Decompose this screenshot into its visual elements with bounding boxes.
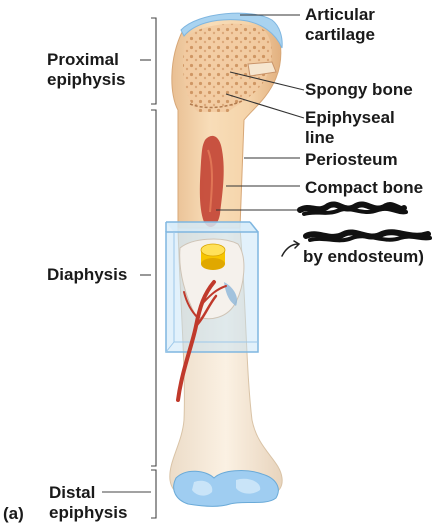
label-periosteum: Periosteum xyxy=(305,150,398,169)
scribbled-out-text xyxy=(297,201,432,243)
label-proximal-epiphysis: Proximal epiphysis xyxy=(47,50,126,89)
label-distal-epiphysis: Distal epiphysis xyxy=(49,483,128,522)
region-brackets xyxy=(102,17,157,519)
spongy-bone-region xyxy=(183,23,272,112)
label-diaphysis: Diaphysis xyxy=(47,265,128,284)
distal-cartilage xyxy=(173,470,279,507)
label-panel-a: (a) xyxy=(3,504,24,523)
leader-lines xyxy=(216,14,305,211)
label-compact-bone: Compact bone xyxy=(305,178,424,197)
yellow-marrow xyxy=(200,243,226,270)
handwritten-arrow xyxy=(281,240,301,257)
label-epiphyseal-line: Epiphyseal line xyxy=(305,108,395,147)
nutrient-artery xyxy=(176,280,227,402)
epiphysis-cut-notch xyxy=(247,61,277,77)
label-articular-cartilage: Articular cartilage xyxy=(305,5,375,44)
label-spongy-bone: Spongy bone xyxy=(305,80,413,99)
articular-cartilage-cap xyxy=(180,12,283,49)
label-medullary-cavity: by endosteum) xyxy=(303,247,424,266)
epiphyseal-line-mark xyxy=(189,99,245,109)
